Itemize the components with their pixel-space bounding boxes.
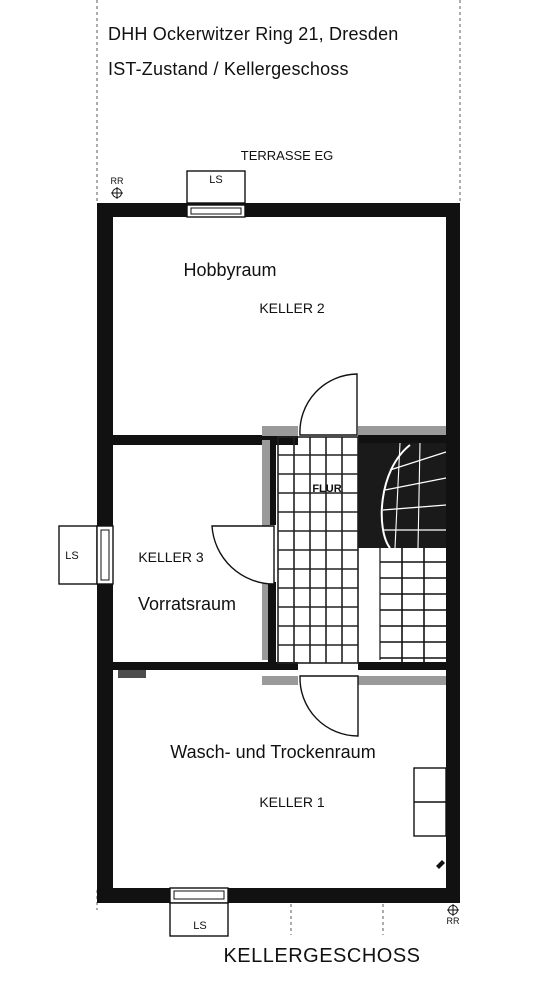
plan-title: DHH Ockerwitzer Ring 21, Dresden — [108, 24, 399, 44]
door-laundry — [299, 675, 359, 737]
door-hobby — [299, 373, 358, 436]
room-name-laundry: Wasch- und Trockenraum — [170, 742, 375, 762]
hallway-tiles — [277, 436, 359, 664]
rr-marker-bottom — [447, 904, 459, 916]
window-top — [186, 170, 246, 218]
window-bottom — [169, 887, 229, 937]
room-name-hallway: FLUR — [312, 483, 341, 495]
staircase — [358, 442, 447, 662]
floor-title: KELLERGESCHOSS — [223, 945, 420, 967]
terrace-label: TERRASSE EG — [241, 148, 333, 163]
doors — [211, 373, 359, 737]
floor-drain — [436, 860, 445, 869]
rr-top-label: RR — [111, 176, 124, 186]
room-id-storage: KELLER 3 — [138, 549, 204, 565]
room-id-hobby: KELLER 2 — [259, 300, 325, 316]
window-left — [58, 525, 114, 585]
appliance-box — [413, 767, 447, 837]
room-id-laundry: KELLER 1 — [259, 794, 325, 810]
room-name-storage: Vorratsraum — [138, 594, 236, 614]
rr-marker-top — [111, 187, 123, 199]
ls-top-label: LS — [209, 174, 222, 186]
rr-bottom-label: RR — [447, 916, 460, 926]
ls-left-label: LS — [65, 550, 78, 562]
wall-marking — [118, 670, 146, 678]
room-name-hobby: Hobbyraum — [183, 260, 276, 280]
ls-bottom-label: LS — [193, 920, 206, 932]
door-storage — [211, 525, 275, 585]
plan-subtitle: IST-Zustand / Kellergeschoss — [108, 59, 349, 79]
